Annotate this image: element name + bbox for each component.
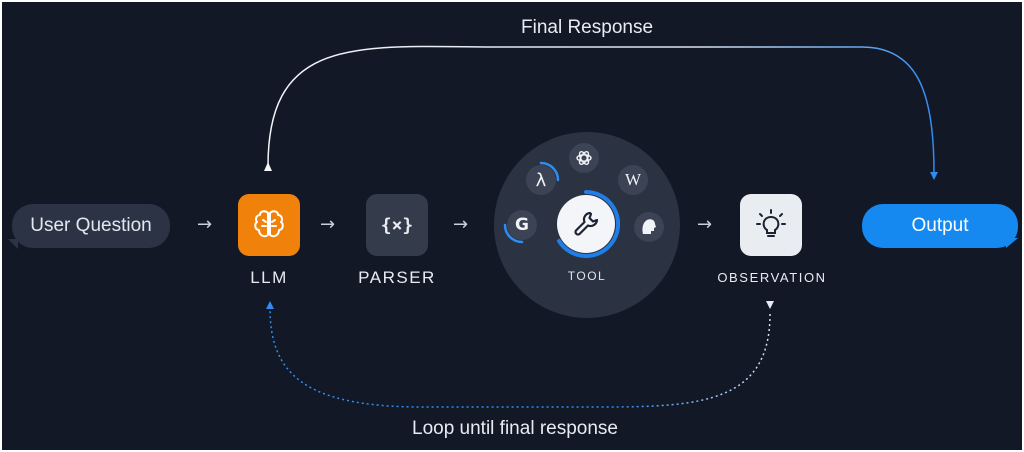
final-response-curve xyxy=(267,45,935,173)
arrow-right-icon: → xyxy=(697,214,713,235)
user-question-bubble: User Question xyxy=(12,204,170,248)
observation-node xyxy=(740,194,802,256)
output-bubble-tail xyxy=(1006,238,1018,248)
arrow-right-icon: → xyxy=(453,214,469,235)
loop-arrowhead-llm xyxy=(266,301,274,309)
llm-node xyxy=(238,194,300,256)
wrench-icon xyxy=(574,211,599,236)
lightbulb-icon xyxy=(756,209,786,237)
progress-ring-icon xyxy=(503,223,524,244)
progress-ring-icon xyxy=(539,161,560,182)
tool-progress-ring-icon xyxy=(557,189,621,258)
tool-node xyxy=(557,195,615,253)
final-response-arrowhead-llm xyxy=(264,162,272,171)
profile-head-icon xyxy=(634,212,664,242)
lambda-icon: λ xyxy=(526,165,556,195)
final-response-arrowhead-output xyxy=(930,172,938,180)
google-icon: G xyxy=(507,210,537,240)
observation-caption: OBSERVATION xyxy=(717,270,827,285)
openai-icon xyxy=(569,143,599,173)
loop-arrowhead-observation xyxy=(766,301,774,309)
parser-caption: PARSER xyxy=(358,268,436,287)
final-response-label: Final Response xyxy=(521,17,654,38)
tool-caption: TOOL xyxy=(567,269,607,283)
brain-icon xyxy=(254,210,284,238)
output-bubble: Output xyxy=(862,204,1018,248)
user-bubble-tail xyxy=(8,239,18,249)
loop-curve xyxy=(269,307,771,408)
wikipedia-icon: W xyxy=(618,165,648,195)
loop-label: Loop until final response xyxy=(412,418,618,439)
arrow-right-icon: → xyxy=(320,214,336,235)
llm-caption: LLM xyxy=(250,268,288,287)
parser-node: {×} xyxy=(366,194,428,256)
arrow-right-icon: → xyxy=(197,214,213,235)
